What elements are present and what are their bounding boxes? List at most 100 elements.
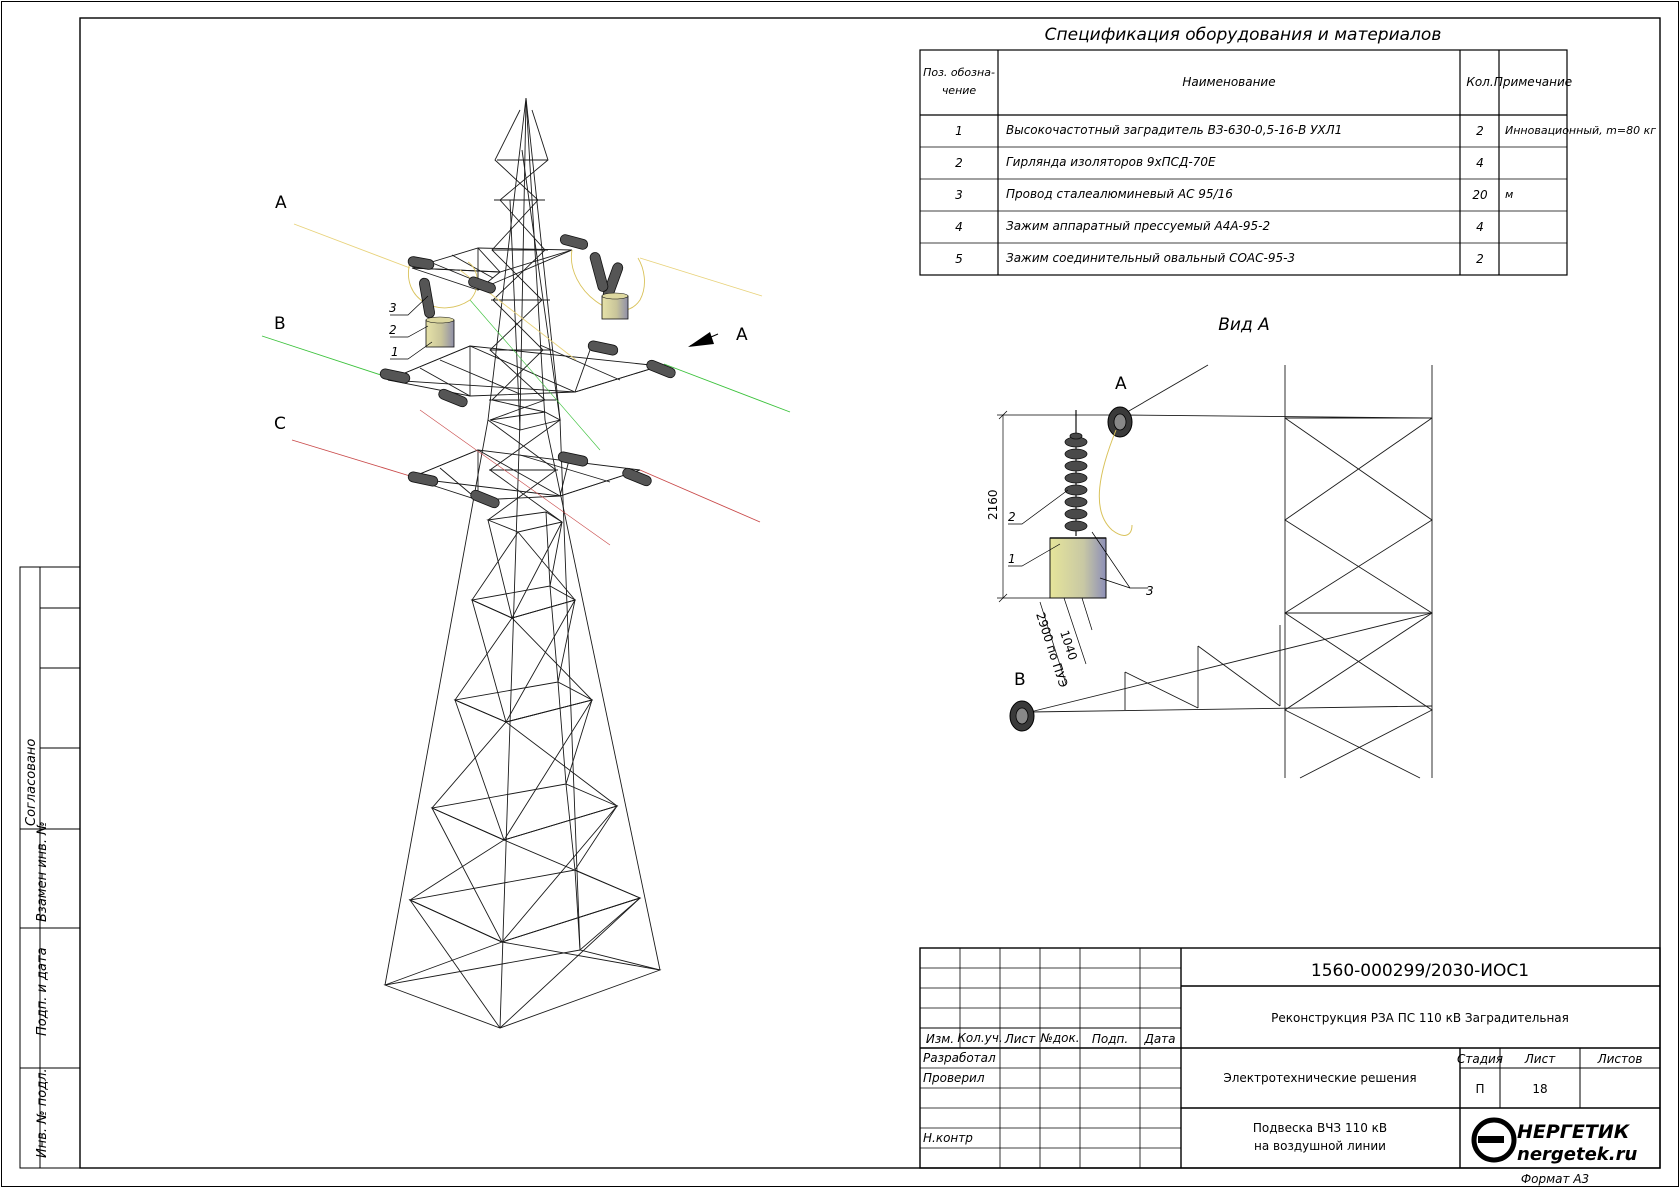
- line-trap-left: [425, 316, 455, 348]
- wire-a-left: [293, 223, 411, 269]
- tower-phase-b-label: В: [274, 314, 286, 334]
- tb-col-list: Лист: [1004, 1032, 1036, 1046]
- spec-table-grid: [919, 49, 1568, 276]
- spec-cell-name: Провод сталеалюминевый АС 95/16: [1006, 187, 1233, 201]
- tb-col-doc: №док.: [1039, 1031, 1079, 1045]
- tower-lattice: [383, 97, 662, 1029]
- wire-c-through: [419, 409, 611, 546]
- view-a-callout-3: 3: [1146, 584, 1154, 598]
- view-a-phase-b: В: [1014, 670, 1026, 690]
- wire-c-left: [291, 439, 411, 477]
- view-a-wire-b: [1009, 700, 1035, 732]
- spec-cell-pos: 1: [955, 124, 963, 138]
- view-a-callout-2: 2: [1008, 510, 1016, 524]
- logo-site: nergetek.ru: [1517, 1144, 1637, 1165]
- tb-stage: П: [1475, 1082, 1484, 1096]
- jumper-right: [570, 249, 645, 311]
- spec-header-qty: Кол.: [1466, 75, 1493, 89]
- spec-cell-qty: 4: [1476, 220, 1484, 234]
- view-a-line-trap: [1049, 537, 1107, 599]
- stamp-agreed: Согласовано: [24, 739, 39, 826]
- tb-sheets-label: Листов: [1597, 1052, 1643, 1066]
- spec-cell-note: м: [1505, 188, 1513, 201]
- wire-b-through: [469, 299, 601, 451]
- tb-col-podp: Подп.: [1092, 1032, 1128, 1046]
- stamp-replaced: Взамен инв. №: [35, 821, 50, 922]
- tower-phase-a-label: А: [275, 193, 287, 213]
- tb-code: 1560-000299/2030-ИОС1: [1311, 961, 1529, 981]
- spec-row: 5 Зажим соединительный овальный СОАС-95-…: [955, 251, 1484, 266]
- tb-format: Формат А3: [1521, 1172, 1589, 1186]
- dim-height: 2160: [986, 489, 1000, 520]
- spec-rows: 1 Высокочастотный заградитель ВЗ-630-0,5…: [955, 123, 1656, 266]
- tb-drawing-line2: на воздушной линии: [1254, 1139, 1386, 1153]
- title-block-thin-grid: [920, 948, 1181, 1168]
- spec-cell-qty: 20: [1472, 188, 1488, 202]
- line-trap-right: [601, 292, 629, 320]
- spec-cell-qty: 2: [1476, 124, 1484, 138]
- tower-phase-c-label: С: [274, 414, 286, 434]
- insulator-strings: [379, 234, 676, 509]
- stamp-sign-date: Подп. и дата: [35, 947, 50, 1036]
- company-logo: НЕРГЕТИК nergetek.ru: [1471, 1117, 1637, 1165]
- spec-header-pos-2: чение: [942, 84, 977, 97]
- view-a-wire-a: [1107, 406, 1133, 438]
- tb-role-norm: Н.контр: [923, 1131, 973, 1145]
- tb-section: Электротехнические решения: [1223, 1071, 1416, 1085]
- tb-drawing-line1: Подвеска ВЧЗ 110 кВ: [1253, 1121, 1387, 1135]
- tb-role-developed: Разработал: [923, 1051, 996, 1065]
- tower-callout-1: 1: [391, 345, 399, 359]
- stamp-inv-no: Инв. № подл.: [35, 1068, 50, 1158]
- spec-row: 3 Провод сталеалюминевый АС 95/16 20 м: [955, 187, 1513, 202]
- inner-border: [79, 17, 1661, 1169]
- view-a-title: Вид А: [1218, 315, 1270, 335]
- spec-cell-name: Зажим аппаратный прессуемый А4А-95-2: [1006, 219, 1270, 233]
- spec-cell-qty: 4: [1476, 156, 1484, 170]
- spec-cell-name: Гирлянда изоляторов 9хПСД-70Е: [1006, 155, 1216, 169]
- title-block-grid: [919, 947, 1661, 1169]
- spec-cell-pos: 3: [955, 188, 963, 202]
- jumper-left: [408, 261, 478, 309]
- view-a-callout-1: 1: [1008, 552, 1016, 566]
- spec-cell-pos: 2: [955, 156, 963, 170]
- spec-row: 2 Гирлянда изоляторов 9хПСД-70Е 4: [955, 155, 1484, 170]
- spec-cell-note: Инновационный, m=80 кг: [1505, 124, 1656, 137]
- spec-title: Спецификация оборудования и материалов: [1045, 25, 1442, 45]
- phase-wires: [261, 223, 791, 546]
- tb-project: Реконструкция РЗА ПС 110 кВ Заградительн…: [1271, 1011, 1569, 1025]
- tb-col-izm: Изм.: [926, 1032, 954, 1046]
- wire-c-right: [639, 469, 761, 523]
- tb-sheet-label: Лист: [1524, 1052, 1556, 1066]
- logo-name: НЕРГЕТИК: [1517, 1121, 1631, 1143]
- tb-col-data: Дата: [1143, 1032, 1175, 1046]
- view-a-jumper: [1098, 429, 1133, 536]
- spec-header-name: Наименование: [1182, 75, 1275, 89]
- tb-stage-label: Стадия: [1457, 1052, 1503, 1066]
- view-arrow: [688, 332, 719, 347]
- wire-b-right: [663, 363, 791, 413]
- spec-cell-qty: 2: [1476, 252, 1484, 266]
- view-a-dimensions: [997, 410, 1110, 685]
- wire-b-left: [261, 335, 391, 379]
- spec-header-note: Примечание: [1494, 75, 1572, 89]
- spec-cell-pos: 4: [955, 220, 963, 234]
- tower-callout-leaders: [390, 295, 433, 360]
- side-stamp: [19, 566, 81, 1169]
- spec-header-pos-1: Поз. обозна-: [923, 66, 995, 79]
- view-arrow-label: А: [736, 325, 748, 345]
- tower-callout-3: 3: [389, 301, 397, 315]
- tb-col-kol: Кол.уч.: [957, 1031, 1002, 1045]
- spec-row: 1 Высокочастотный заградитель ВЗ-630-0,5…: [955, 123, 1656, 138]
- tower-callout-2: 2: [389, 323, 397, 337]
- view-a-phase-a: А: [1115, 374, 1127, 394]
- spec-cell-name: Зажим соединительный овальный СОАС-95-3: [1006, 251, 1295, 265]
- tb-role-checked: Проверил: [923, 1071, 985, 1085]
- view-a-insulator: [1064, 410, 1088, 536]
- spec-cell-pos: 5: [955, 252, 963, 266]
- view-a-structure: [1029, 364, 1433, 779]
- wire-a-right: [639, 257, 763, 297]
- spec-row: 4 Зажим аппаратный прессуемый А4А-95-2 4: [955, 219, 1484, 234]
- tb-sheet: 18: [1532, 1082, 1547, 1096]
